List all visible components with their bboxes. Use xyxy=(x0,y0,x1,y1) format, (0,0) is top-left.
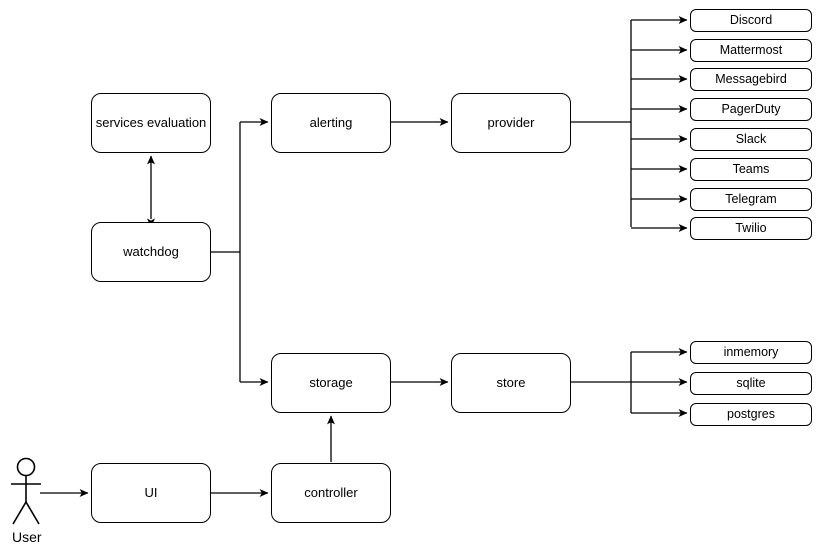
node-telegram[interactable]: Telegram xyxy=(690,188,812,211)
node-watchdog[interactable]: watchdog xyxy=(91,222,211,282)
node-sqlite[interactable]: sqlite xyxy=(690,372,812,395)
node-pagerduty[interactable]: PagerDuty xyxy=(690,98,812,121)
node-messagebird[interactable]: Messagebird xyxy=(690,68,812,91)
node-inmemory[interactable]: inmemory xyxy=(690,341,812,364)
node-services-evaluation[interactable]: services evaluation xyxy=(91,93,211,153)
node-provider[interactable]: provider xyxy=(451,93,571,153)
node-mattermost[interactable]: Mattermost xyxy=(690,39,812,62)
node-postgres[interactable]: postgres xyxy=(690,403,812,426)
node-alerting[interactable]: alerting xyxy=(271,93,391,153)
node-storage[interactable]: storage xyxy=(271,353,391,413)
node-controller[interactable]: controller xyxy=(271,463,391,523)
node-discord[interactable]: Discord xyxy=(690,9,812,32)
stick-figure-icon xyxy=(11,457,41,525)
node-ui[interactable]: UI xyxy=(91,463,211,523)
user-actor-label: User xyxy=(12,529,42,545)
node-teams[interactable]: Teams xyxy=(690,158,812,181)
node-twilio[interactable]: Twilio xyxy=(690,217,812,240)
node-slack[interactable]: Slack xyxy=(690,128,812,151)
node-store[interactable]: store xyxy=(451,353,571,413)
